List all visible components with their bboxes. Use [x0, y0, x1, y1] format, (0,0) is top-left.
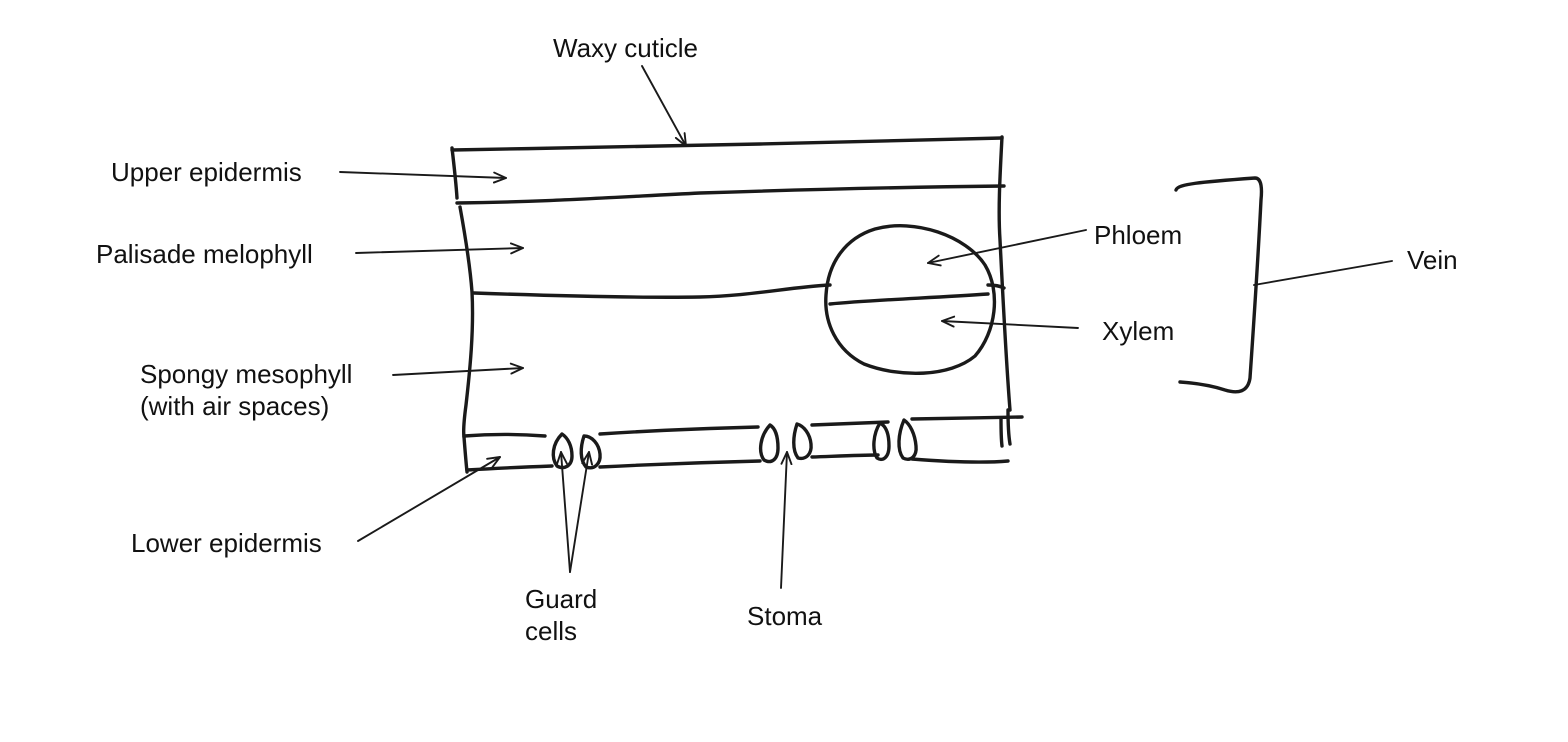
waxy-cuticle-line	[450, 136, 1004, 152]
guard-cells-arrow-left	[555, 451, 571, 573]
guard-cell	[758, 423, 780, 464]
phloem-xylem-divider	[828, 292, 990, 306]
palisade-label: Palisade melophyll	[96, 239, 313, 269]
spongy-mesophyll-label: Spongy mesophyll (with air spaces)	[140, 358, 352, 422]
guard-cell	[897, 418, 918, 461]
xylem-label: Xylem	[1102, 316, 1175, 346]
phloem-label: Phloem	[1094, 220, 1183, 250]
vein-bracket	[1174, 176, 1264, 394]
vein-label: Vein	[1407, 245, 1458, 275]
guard-cell	[579, 434, 602, 470]
palisade-boundary	[472, 283, 832, 299]
waxy-cuticle-arrow	[641, 65, 687, 147]
guard-cell	[792, 422, 813, 461]
xylem-arrow	[941, 315, 1079, 329]
lower-epidermis-top-1	[462, 432, 547, 438]
vascular-bundle	[824, 224, 997, 376]
waxy-cuticle-label: Waxy cuticle	[553, 33, 698, 63]
guard-cell	[551, 432, 574, 470]
phloem-arrow	[927, 229, 1087, 267]
upper-epidermis-arrow	[339, 171, 507, 184]
lower-epidermis-label: Lower epidermis	[131, 528, 322, 558]
upper-epidermis-boundary	[455, 184, 1006, 205]
vascular-bundle-outline	[824, 224, 997, 376]
right-edge-tick	[1006, 408, 1012, 446]
lower-epidermis-top-4	[910, 415, 1024, 421]
palisade-arrow	[355, 242, 524, 255]
lower-epidermis-bottom-2	[598, 459, 762, 469]
lower-epidermis-bottom-3	[810, 453, 880, 459]
right-edge-stub	[999, 416, 1004, 448]
stoma-label: Stoma	[747, 601, 823, 631]
lower-epidermis-top-2	[598, 425, 760, 436]
palisade-boundary-right	[986, 283, 1006, 290]
leaf-left-edge-lower	[462, 435, 469, 474]
annotation-arrows	[339, 65, 1393, 589]
guard-cells-arrow-right	[569, 451, 594, 573]
guard-cells-label-line2: cells	[525, 616, 578, 646]
spongy-mesophyll-label-line1: Spongy mesophyll	[140, 359, 353, 389]
guard-cells-label: Guard cells	[525, 583, 597, 647]
leaf-left-edge-upper	[450, 146, 459, 200]
spongy-arrow	[392, 362, 524, 376]
upper-epidermis-label: Upper epidermis	[111, 157, 302, 187]
lower-epidermis-arrow	[357, 456, 501, 542]
lower-epidermis-bottom-1	[465, 464, 554, 472]
lower-epidermis-top-3	[810, 420, 890, 427]
guard-cells-label-line1: Guard	[525, 584, 598, 614]
leaf-left-edge-middle	[458, 205, 475, 439]
lower-epidermis-bottom-4	[910, 457, 1010, 464]
leaf-right-edge	[997, 135, 1012, 412]
vein-leader-line	[1253, 260, 1393, 286]
spongy-mesophyll-label-line2: (with air spaces)	[140, 391, 330, 421]
guard-cell	[872, 421, 891, 462]
stoma-arrow	[780, 451, 793, 589]
leaf-section	[450, 135, 1024, 474]
